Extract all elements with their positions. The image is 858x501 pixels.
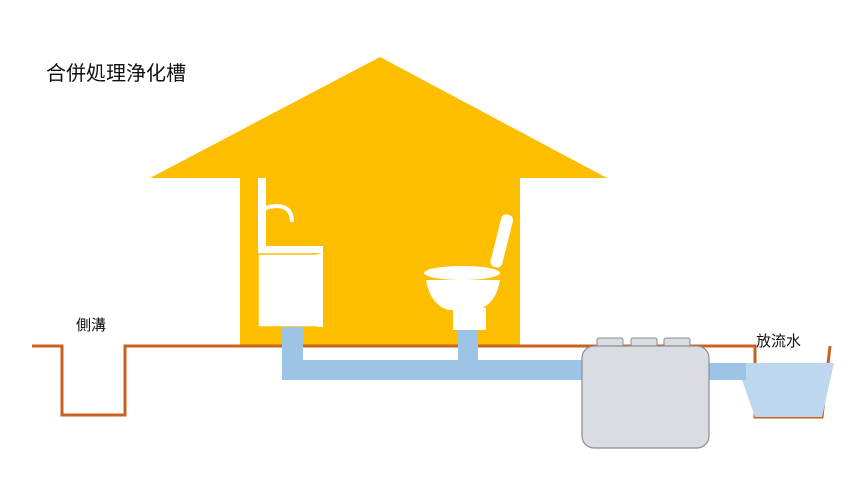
main-drain-pipe (282, 360, 582, 380)
toilet-pedestal (453, 308, 486, 330)
faucet (261, 203, 294, 223)
house-icon (150, 57, 607, 347)
sink-cabinet-side (317, 254, 323, 327)
discharge-label: 放流水 (756, 332, 801, 350)
drain-pipes (282, 327, 746, 380)
toilet-tank-lid (490, 214, 514, 268)
outlet-pipe (706, 363, 746, 380)
sink-cabinet (257, 253, 321, 328)
toilet-bowl (426, 280, 500, 310)
diagram-title: 合併処理浄化槽 (46, 61, 186, 85)
toilet-icon (424, 214, 514, 330)
tank-body (581, 345, 710, 449)
ground-line (32, 344, 832, 419)
toilet-seat (424, 266, 500, 280)
septic-tank-icon (581, 337, 710, 449)
sink-icon (257, 178, 323, 328)
sink-basin (258, 246, 323, 256)
sink-pipe-elbow (282, 360, 300, 380)
house-roof (150, 57, 607, 178)
side-ditch-label: 側溝 (76, 316, 106, 334)
